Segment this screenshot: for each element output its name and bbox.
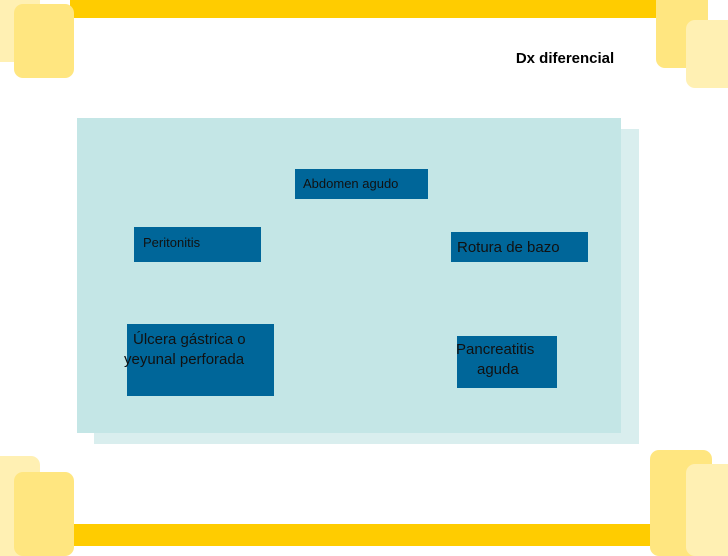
corner-square-bottom-right-front (686, 464, 728, 556)
box-ulcera: Úlcera gástrica o yeyunal perforada (124, 324, 274, 396)
box-peritonitis: Peritonitis (134, 227, 261, 262)
top-accent-bar (70, 0, 660, 18)
box-ulcera-line2: yeyunal perforada (124, 351, 245, 368)
box-pancreatitis-line2: aguda (477, 361, 519, 378)
corner-square-bottom-left-front (14, 472, 74, 556)
box-ulcera-line1: Úlcera gástrica o (133, 331, 246, 348)
box-rotura-bazo: Rotura de bazo (451, 232, 588, 262)
slide-title: Dx diferencial (515, 50, 615, 67)
corner-square-top-left-front (14, 4, 74, 78)
box-peritonitis-label: Peritonitis (143, 235, 201, 250)
box-pancreatitis: Pancreatitis aguda (456, 336, 557, 388)
box-pancreatitis-line1: Pancreatitis (456, 341, 535, 358)
box-abdomen-agudo: Abdomen agudo (295, 169, 428, 199)
box-abdomen-agudo-label: Abdomen agudo (303, 176, 399, 191)
bottom-accent-bar (70, 524, 660, 546)
box-rotura-bazo-label: Rotura de bazo (457, 239, 560, 256)
corner-square-top-right-front (686, 20, 728, 88)
